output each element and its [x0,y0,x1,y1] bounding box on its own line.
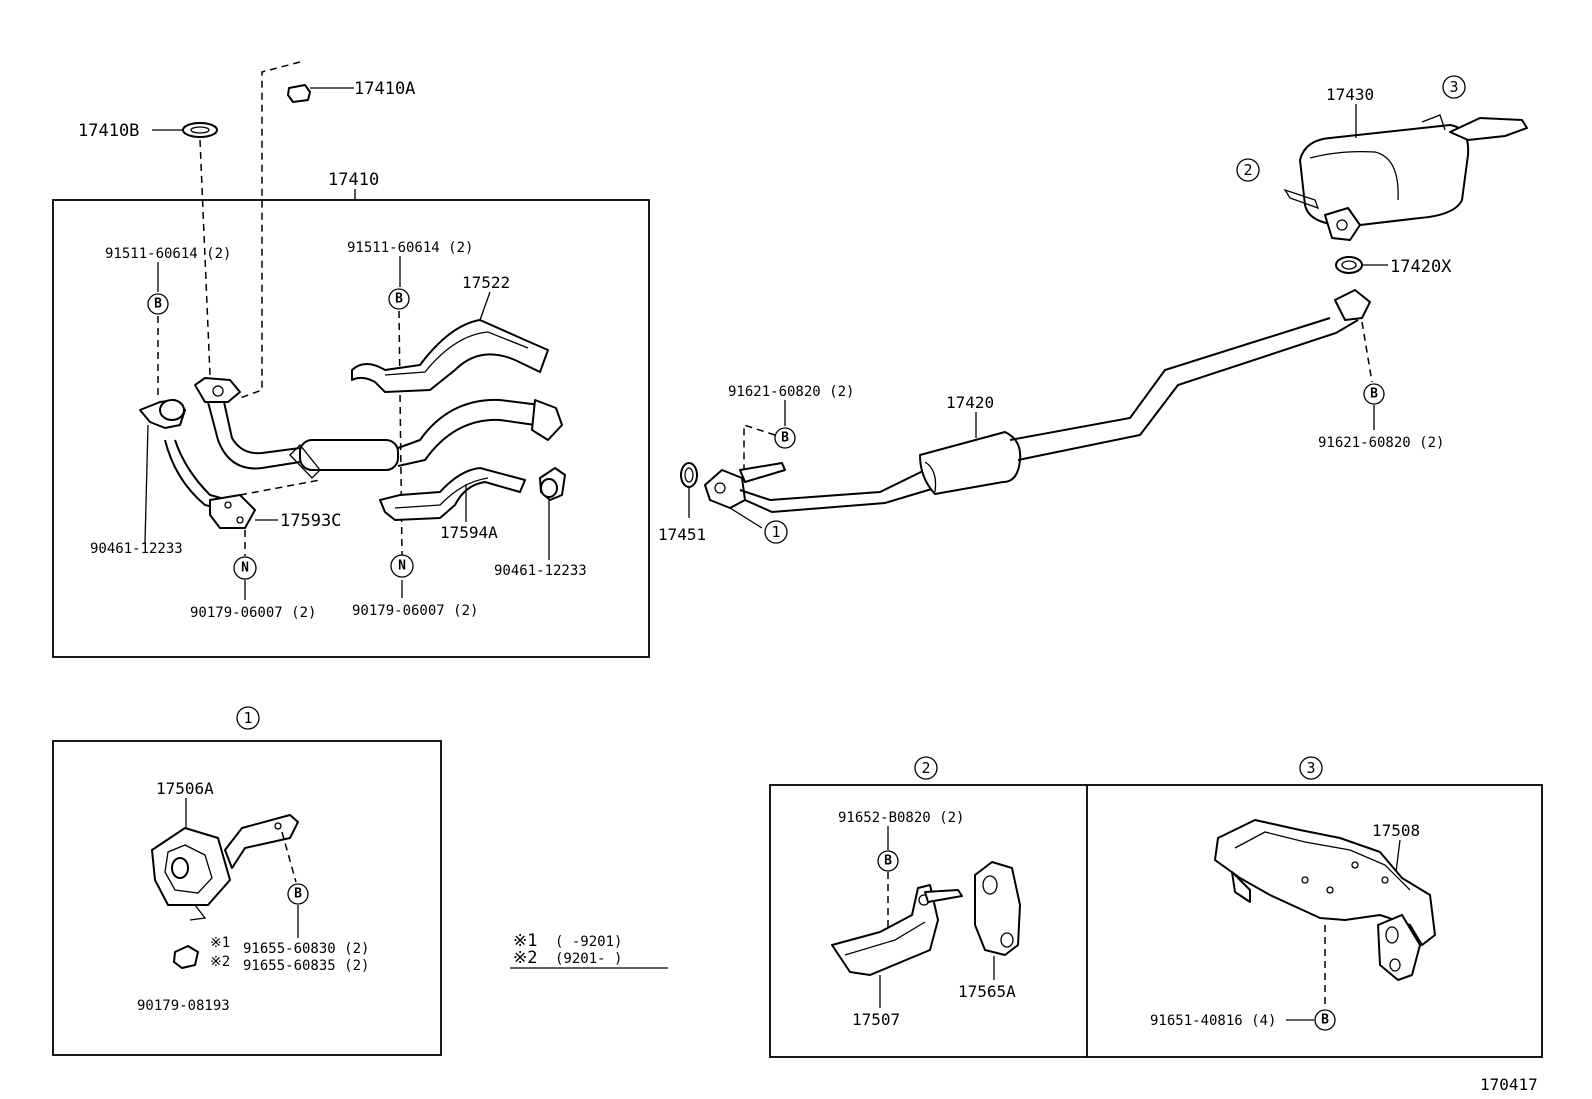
label-90179-08193: 90179-08193 [137,998,230,1014]
bracket-90461-left [139,399,229,511]
ref-num: 1 [243,709,252,727]
bolt-letter: B [395,292,403,307]
label-17594A: 17594A [440,523,498,542]
bolt-callout-right [388,288,410,310]
bolt-letter: B [884,854,892,869]
label-17420: 17420 [946,393,994,412]
label-17410: 17410 [328,170,379,190]
label-91511-right: 91511-60614 (2) [347,240,473,256]
bolt-callout-detail1 [287,883,309,905]
ref-circle-1-pipe [764,520,788,544]
bracket-90461-right [539,467,566,501]
nut-callout-left [233,556,257,580]
bolt-callout-left [147,293,169,315]
detail-2-3-frame [769,784,1543,1058]
label-17430: 17430 [1326,85,1374,104]
leader-17410A [239,61,301,399]
label-17507: 17507 [852,1010,900,1029]
bolt-callout-detail2 [877,850,899,872]
bolt-letter: B [1321,1013,1329,1028]
legend-range-2: (9201- ) [555,951,622,967]
gasket-17410A [287,84,354,103]
hanger-17565A [974,861,1021,956]
nut-90179-08193 [173,945,199,969]
label-90179-right: 90179-06007 (2) [352,603,478,619]
ref-circle-3-muffler [1442,75,1466,99]
ref-circle-2-detail [914,756,938,780]
gasket-17451 [680,462,698,488]
legend-mark-2: ※2 [513,948,537,968]
label-17565A: 17565A [958,982,1016,1001]
label-91652: 91652-B0820 (2) [838,810,964,826]
nut-letter: N [398,559,406,574]
ref-num: 3 [1306,759,1315,777]
legend-range-1: ( -9201) [555,934,622,950]
front-exhaust-pipe [194,377,563,479]
label-17420X: 17420X [1390,257,1452,277]
label-90179-left: 90179-06007 (2) [190,605,316,621]
ref-num: 1 [771,523,780,541]
ref-num: 3 [1449,78,1458,96]
bolt-callout-front [774,427,796,449]
bolt-letter: B [294,887,302,902]
legend-mark-1: ※1 [513,931,537,951]
heat-insulator-17508 [1214,819,1436,981]
legend: ※1 ( -9201) ※2 (9201- ) [510,931,668,969]
label-90461-left: 90461-12233 [90,541,183,557]
heat-insulator-17522 [351,319,549,393]
bolt-letter: B [154,297,162,312]
label-91621-front: 91621-60820 (2) [728,384,854,400]
ref-circle-3-detail [1299,756,1323,780]
ref-num: 2 [921,759,930,777]
label-17410B: 17410B [78,121,139,141]
bracket-17593C [209,479,321,529]
leader-17410B [199,139,211,376]
mark-2: ※2 [210,954,230,970]
bolt-letter: B [1370,387,1378,402]
bracket-17507 [831,884,963,976]
bolt-letter: B [781,431,789,446]
diagram-id: 170417 [1480,1075,1538,1094]
gasket-17420X [1335,256,1363,274]
ref-circle-1-detail [236,706,260,730]
center-exhaust-pipe-17420 [704,289,1371,514]
label-17451: 17451 [658,525,706,544]
nut-letter: N [241,561,249,576]
mark-1: ※1 [210,935,230,951]
bolt-callout-rear [1363,383,1385,405]
tail-pipe-muffler-17430 [1283,114,1528,241]
ref-circle-2-muffler [1236,158,1260,182]
label-91655-60830: 91655-60830 (2) [243,941,369,957]
label-17593C: 17593C [280,511,341,531]
label-91511-left: 91511-60614 (2) [105,246,231,262]
detail-1-frame [52,740,442,1056]
nut-callout-right [390,554,414,578]
label-91621-rear: 91621-60820 (2) [1318,435,1444,451]
bolt-callout-detail3 [1314,1009,1336,1031]
label-91651: 91651-40816 (4) [1150,1013,1276,1029]
label-17522: 17522 [462,273,510,292]
front-pipe-assembly-frame [52,199,650,658]
gasket-17410B [152,122,218,138]
label-17508: 17508 [1372,821,1420,840]
exhaust-hanger-17506A [151,814,299,921]
label-17410A: 17410A [354,79,415,99]
label-91655-60835: 91655-60835 (2) [243,958,369,974]
label-90461-right: 90461-12233 [494,563,587,579]
label-17506A: 17506A [156,779,214,798]
ref-num: 2 [1243,161,1252,179]
